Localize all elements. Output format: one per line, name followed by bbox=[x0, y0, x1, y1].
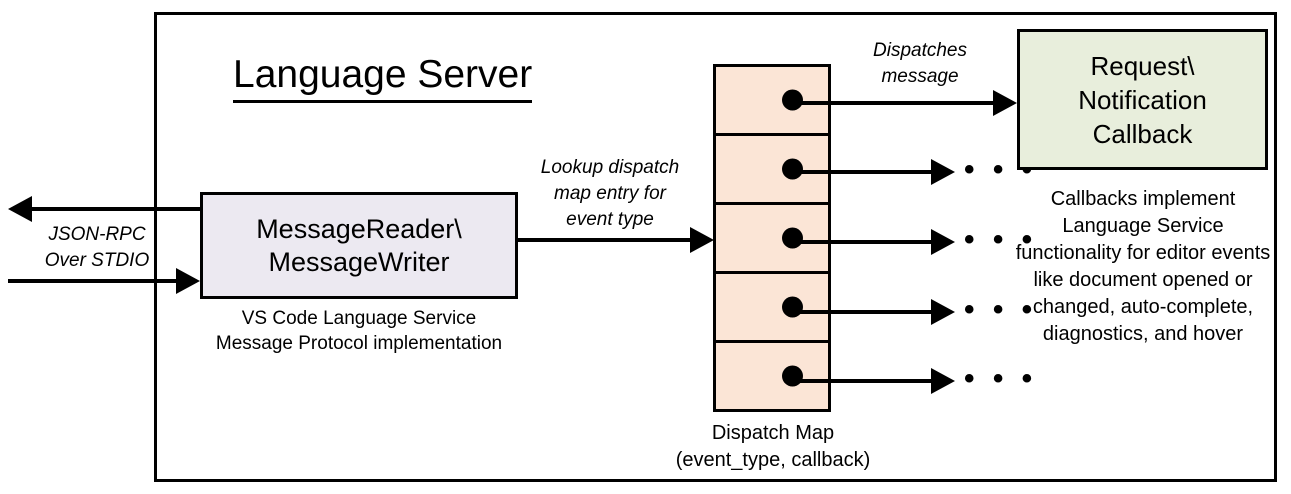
callback-label-line1: Request\ bbox=[1090, 50, 1195, 81]
edge-label-lookup: Lookup dispatch map entry for event type bbox=[515, 155, 705, 233]
filled-dot-icon bbox=[782, 158, 803, 180]
jsonrpc-label-line2: Over STDIO bbox=[44, 250, 150, 271]
language-server-boundary bbox=[154, 12, 1277, 482]
callback-label-line3: Callback bbox=[1092, 118, 1193, 149]
filled-dot-icon bbox=[782, 227, 803, 249]
request-notification-callback-box[interactable]: Request\ Notification Callback bbox=[1017, 29, 1268, 170]
dot-connector-2 bbox=[787, 170, 833, 174]
callback-label-line2: Notification bbox=[1078, 84, 1207, 115]
jsonrpc-label-line1: JSON-RPC bbox=[48, 224, 146, 245]
dispatch-edge-line-5 bbox=[831, 379, 931, 383]
dispatch-edge-arrowhead-4 bbox=[931, 299, 955, 325]
jsonrpc-in-arrowhead bbox=[176, 268, 200, 294]
table-row[interactable] bbox=[716, 136, 828, 205]
page-title: Language Server bbox=[233, 52, 533, 103]
table-row[interactable] bbox=[716, 343, 828, 409]
dot-connector-4 bbox=[787, 310, 833, 314]
messenger-label-line1: MessageReader\ bbox=[256, 213, 462, 244]
messenger-caption-line2: Message Protocol implementation bbox=[215, 333, 503, 354]
dispatches-label-line1: Dispatches bbox=[873, 40, 967, 61]
lookup-label-line1: Lookup dispatch bbox=[540, 157, 680, 178]
callback-caption: Callbacks implement Language Service fun… bbox=[1015, 188, 1271, 345]
dispatch-edge-line-2 bbox=[831, 170, 931, 174]
messenger-caption-line1: VS Code Language Service bbox=[241, 308, 477, 329]
dispatch-edge-arrowhead-5 bbox=[931, 368, 955, 394]
filled-dot-icon bbox=[782, 296, 803, 318]
dispatch-edge-arrowhead-3 bbox=[931, 229, 955, 255]
dot-connector-5 bbox=[787, 379, 833, 383]
message-reader-writer-box[interactable]: MessageReader\ MessageWriter bbox=[200, 192, 518, 299]
dispatch-edge-arrowhead-1 bbox=[993, 90, 1017, 116]
jsonrpc-in-line bbox=[8, 279, 176, 283]
dispatch-caption-line1: Dispatch Map bbox=[711, 422, 835, 444]
lookup-edge-line bbox=[518, 238, 690, 242]
lookup-label-line3: event type bbox=[566, 209, 654, 230]
dispatch-edge-line-1 bbox=[831, 101, 993, 105]
dispatch-map-table[interactable] bbox=[713, 64, 831, 412]
dispatch-caption-line2: (event_type, callback) bbox=[675, 449, 871, 471]
edge-label-dispatches: Dispatches message bbox=[830, 38, 1010, 90]
jsonrpc-out-arrowhead bbox=[8, 196, 32, 222]
filled-dot-icon bbox=[782, 365, 803, 387]
table-row[interactable] bbox=[716, 274, 828, 343]
dispatch-edge-line-3 bbox=[831, 240, 931, 244]
ellipsis-5: • • • bbox=[964, 362, 1038, 395]
dispatch-edge-line-4 bbox=[831, 310, 931, 314]
messenger-label-line2: MessageWriter bbox=[268, 246, 450, 277]
dot-connector-1 bbox=[787, 101, 833, 105]
dispatches-label-line2: message bbox=[881, 66, 959, 87]
edge-label-jsonrpc: JSON-RPC Over STDIO bbox=[22, 222, 172, 274]
table-row[interactable] bbox=[716, 67, 828, 136]
filled-dot-icon bbox=[782, 89, 803, 111]
lookup-label-line2: map entry for bbox=[554, 183, 666, 204]
dot-connector-3 bbox=[787, 240, 833, 244]
jsonrpc-out-line bbox=[32, 207, 204, 211]
message-reader-writer-caption: VS Code Language Service Message Protoco… bbox=[200, 306, 518, 356]
dispatch-edge-arrowhead-2 bbox=[931, 159, 955, 185]
dispatch-map-caption: Dispatch Map (event_type, callback) bbox=[638, 420, 908, 474]
lookup-edge-arrowhead bbox=[690, 227, 714, 253]
